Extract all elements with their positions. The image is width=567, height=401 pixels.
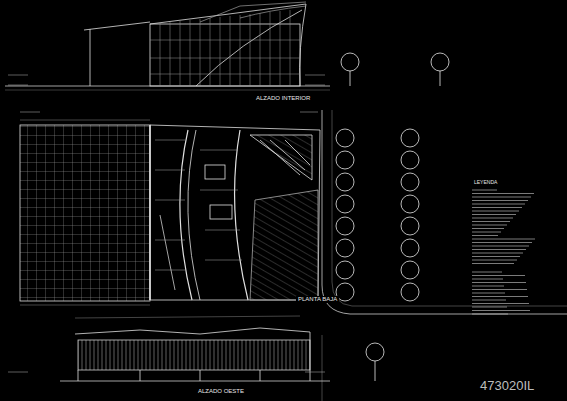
sheet-number: 473020IL [478, 379, 536, 393]
top-elevation [5, 2, 330, 90]
drawing-title: ALZADO INTERIOR [254, 95, 312, 102]
drawing-title: ALZADO OESTE [196, 388, 246, 395]
legend-text-lines [472, 190, 535, 314]
west-elevation [60, 316, 330, 381]
drawing-title: PLANTA BAJA [296, 296, 339, 303]
legend-heading: LEYENDA [472, 180, 499, 186]
trees [336, 53, 449, 381]
dimension-marks [8, 75, 325, 372]
ground-floor-plan [20, 110, 567, 401]
